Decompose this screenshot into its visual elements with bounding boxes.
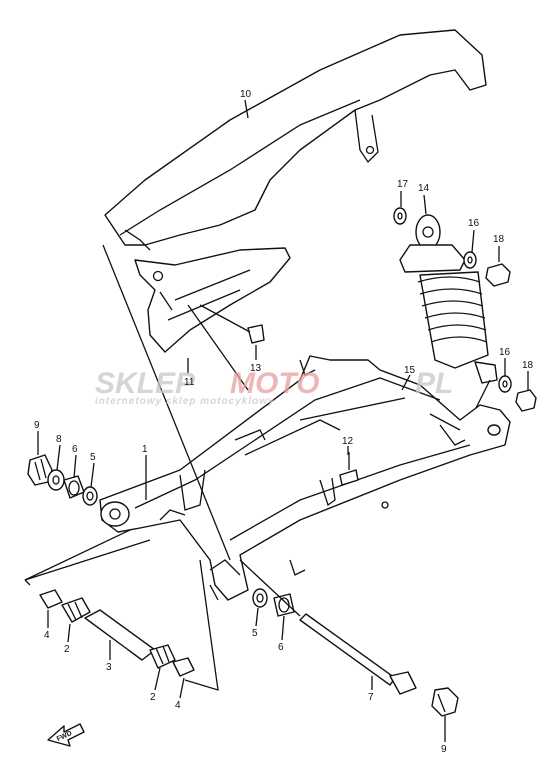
callout-15: 15 [404, 365, 416, 376]
callout-6-left: 6 [72, 444, 78, 455]
part-swing-arm [99, 355, 511, 601]
part-spacer-4-left [39, 589, 63, 609]
watermark-brand-b: MOTO [230, 367, 319, 400]
callout-4-left: 4 [44, 630, 50, 641]
part-washer-16-upper [463, 251, 477, 269]
callout-10: 10 [240, 89, 252, 100]
part-bushing-6-right [273, 593, 295, 617]
callout-14: 14 [418, 183, 430, 194]
callout-5-right: 5 [252, 628, 258, 639]
part-bolt-13 [199, 304, 265, 344]
part-washer-5-right [252, 588, 268, 608]
part-nut-18-lower [515, 389, 537, 412]
fwd-arrow-icon: FWD [47, 723, 85, 747]
callout-18-upper: 18 [493, 234, 505, 245]
part-spacer-4-right [172, 657, 195, 677]
callout-2-right: 2 [150, 692, 156, 703]
callout-11: 11 [184, 377, 195, 388]
callout-2-left: 2 [64, 644, 70, 655]
callout-18-lower: 18 [522, 360, 534, 371]
part-washer-5-left [82, 486, 98, 506]
watermark: SKLEP MOTO PL internetowy sklep motocykl… [95, 367, 453, 407]
part-needle-bearing-2-right [149, 644, 176, 669]
callout-13: 13 [250, 363, 262, 374]
pivot-assembly-box [24, 539, 219, 691]
callout-8: 8 [56, 434, 62, 445]
part-cap-9-right [431, 687, 459, 717]
part-nut-18-upper [485, 263, 511, 287]
part-washer-17 [393, 207, 407, 225]
watermark-tagline: internetowy sklep motocyklowy [95, 396, 275, 407]
callout-7: 7 [368, 692, 374, 703]
callout-6-right: 6 [278, 642, 284, 653]
part-bolt-12 [339, 452, 359, 486]
callout-labels: 10 17 14 16 18 16 18 15 12 11 13 1 9 8 6… [34, 89, 534, 755]
callout-9-left: 9 [34, 420, 40, 431]
assembly-guide-lines [24, 244, 461, 617]
part-bushing-6-left [63, 475, 85, 499]
callout-17: 17 [397, 179, 409, 190]
part-washer-16-lower [498, 375, 512, 393]
part-shock-absorber [399, 214, 498, 421]
part-pivot-shaft-7 [299, 613, 417, 695]
callout-16-upper: 16 [468, 218, 480, 229]
callout-4-right: 4 [175, 700, 181, 711]
callout-9-right: 9 [441, 744, 447, 755]
part-seal-8 [47, 469, 65, 491]
part-chain-guard [134, 247, 291, 353]
part-pivot-sleeve-3 [84, 609, 156, 661]
callout-5-left: 5 [90, 452, 96, 463]
leader-lines [37, 99, 529, 742]
callout-16-lower: 16 [499, 347, 511, 358]
callout-12: 12 [342, 436, 354, 447]
watermark-brand-a: SKLEP [95, 367, 196, 400]
callout-1: 1 [142, 444, 148, 455]
part-needle-bearing-2-left [61, 597, 91, 623]
callout-3: 3 [106, 662, 112, 673]
part-chain-case [104, 29, 487, 251]
watermark-brand-c: PL [415, 367, 453, 400]
